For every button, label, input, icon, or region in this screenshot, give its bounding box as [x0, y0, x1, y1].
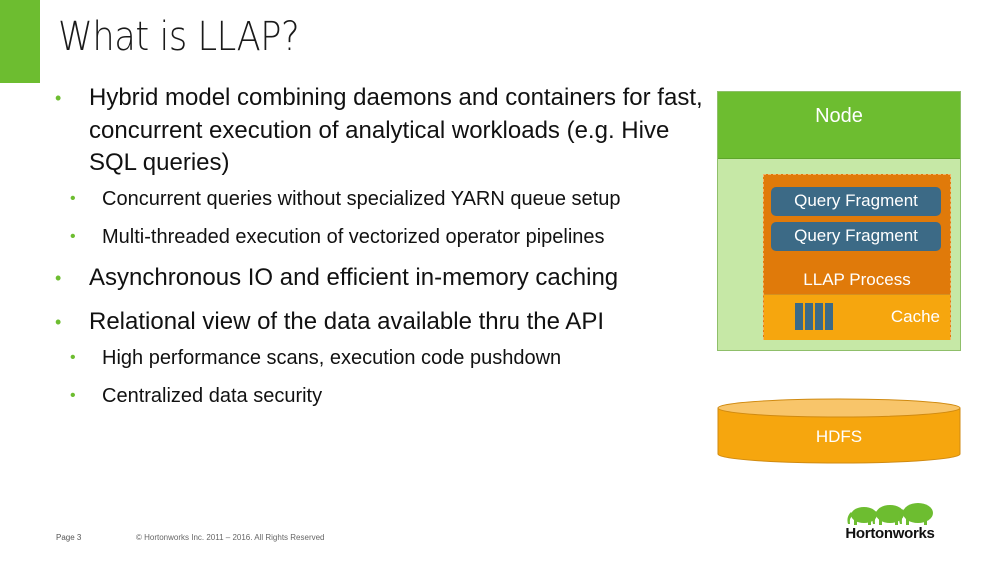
page-number: Page 3 — [56, 533, 82, 542]
bullet-icon: • — [70, 227, 76, 245]
elephants-icon — [847, 503, 933, 525]
bullet-icon: • — [55, 88, 62, 108]
bullet-text: Relational view of the data available th… — [89, 308, 604, 335]
bullet-text: Hybrid model combining daemons and conta… — [89, 84, 703, 176]
bullet-list: • Hybrid model combining daemons and cont… — [52, 82, 712, 421]
cache-box: Cache — [764, 294, 950, 340]
node-header: Node — [718, 92, 960, 159]
sub-bullet-item: • Centralized data security — [52, 383, 712, 409]
node-label: Node — [815, 105, 863, 127]
bullet-text: Concurrent queries without specialized Y… — [102, 187, 621, 210]
bullet-icon: • — [70, 189, 76, 207]
hortonworks-logo: Hortonworks — [834, 500, 946, 544]
cache-blocks-icon — [795, 303, 833, 330]
sub-bullet-item: • High performance scans, execution code … — [52, 345, 712, 371]
bullet-text: Centralized data security — [102, 384, 323, 407]
query-fragment: Query Fragment — [771, 222, 941, 251]
cache-label: Cache — [890, 307, 940, 326]
bullet-item: • Relational view of the data available t… — [52, 306, 712, 339]
query-fragment: Query Fragment — [771, 187, 941, 216]
hdfs-label: HDFS — [815, 427, 863, 446]
llap-process-label: LLAP Process — [803, 270, 911, 289]
bullet-item: • Asynchronous IO and efficient in-memory… — [52, 262, 712, 295]
bullet-text: High performance scans, execution code p… — [102, 346, 562, 369]
bullet-item: • Hybrid model combining daemons and cont… — [52, 82, 712, 180]
bullet-text: Asynchronous IO and efficient in-memory … — [89, 263, 619, 291]
hdfs-cylinder: HDFS — [716, 396, 962, 466]
bullet-icon: • — [70, 348, 76, 366]
title-accent-bar — [0, 0, 40, 83]
llap-process-box: Query Fragment Query Fragment LLAP Proce… — [763, 174, 951, 340]
copyright-text: © Hortonworks Inc. 2011 – 2016. All Righ… — [136, 533, 325, 542]
bullet-icon: • — [55, 267, 62, 288]
bullet-icon: • — [70, 386, 76, 404]
hdfs-cylinder-icon — [717, 398, 961, 464]
sub-bullet-item: • Concurrent queries without specialized … — [52, 186, 712, 212]
slide-title: What is LLAP? — [58, 14, 300, 60]
bullet-icon: • — [55, 312, 62, 332]
node-box: Node Query Fragment Query Fragment LLAP … — [717, 91, 961, 351]
logo-text: Hortonworks — [845, 525, 935, 542]
bullet-text: Multi-threaded execution of vectorized o… — [102, 225, 605, 248]
sub-bullet-item: • Multi-threaded execution of vectorized … — [52, 224, 712, 250]
